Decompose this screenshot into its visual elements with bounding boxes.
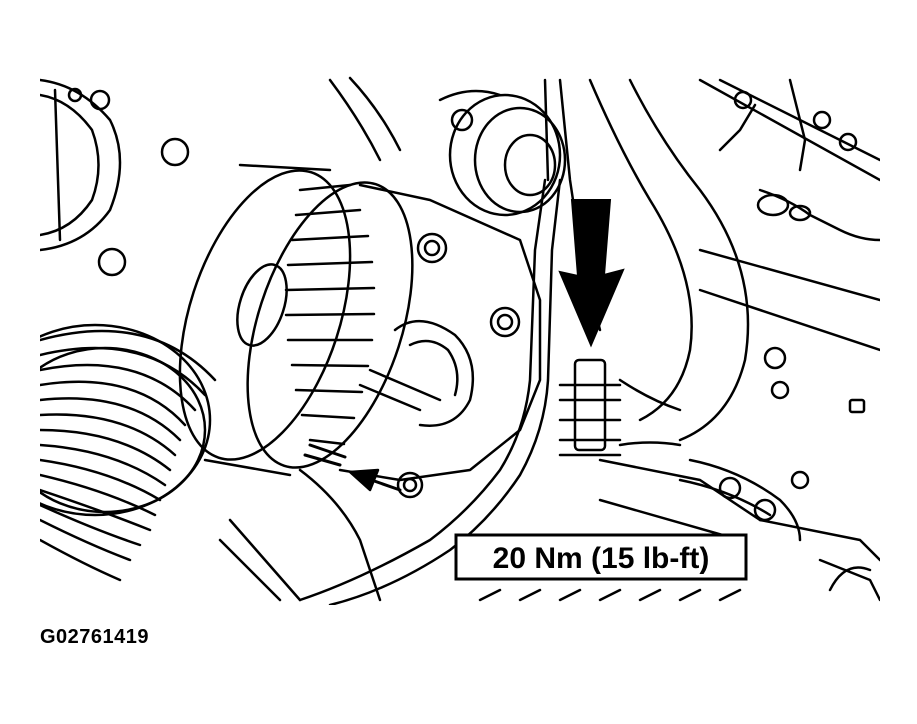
compressor-pulley — [178, 163, 414, 477]
upper-tensioner — [328, 76, 567, 217]
torque-callout-text: 20 Nm (15 lb-ft) — [493, 542, 710, 575]
engine-block-right — [678, 78, 880, 602]
left-arrow-icon — [303, 443, 402, 492]
compressor-body — [338, 183, 542, 499]
torque-callout: 20 Nm (15 lb-ft) — [454, 533, 748, 581]
crank-pulley — [40, 323, 217, 582]
down-arrow-icon — [558, 199, 625, 348]
figure-id: G02761419 — [40, 626, 150, 648]
hose-fitting-bolt — [558, 358, 682, 457]
engine-block-left — [40, 78, 190, 277]
ac-hose — [298, 78, 750, 605]
subframe-lines — [218, 458, 762, 602]
